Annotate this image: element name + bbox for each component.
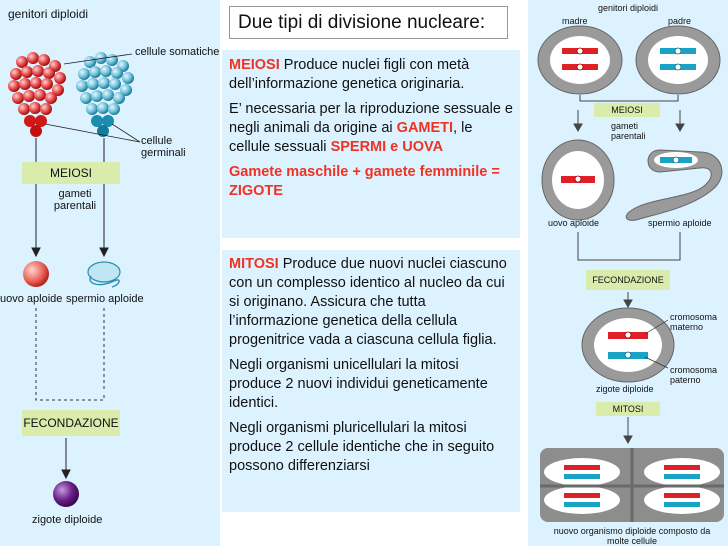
right-paterno-label: cromosoma paterno — [670, 365, 718, 385]
mother-diploid-cell — [537, 25, 623, 95]
right-spermio-label: spermio aploide — [648, 218, 712, 228]
meiosi-intro: MEIOSI Produce nuclei figli con metà del… — [229, 56, 514, 94]
left-spermio-label: spermio aploide — [66, 293, 144, 305]
right-genitori-label: genitori diploidi — [598, 3, 659, 13]
mitosi-text-panel: MITOSI Produce due nuovi nuclei ciascuno… — [222, 250, 520, 512]
egg-cell — [23, 261, 49, 287]
left-uovo-label: uovo aploide — [0, 293, 63, 305]
right-zygote-cell — [581, 307, 675, 383]
multicellular-organism — [540, 448, 724, 522]
right-madre-label: madre — [562, 16, 588, 26]
left-somatiche-label: cellule somatiche — [135, 46, 220, 58]
meiosi-line2-a: E’ necessaria per la riproduzione sessua… — [229, 101, 513, 136]
mitosi-line2: Negli organismi unicellulari la mitosi p… — [229, 357, 488, 411]
left-diagram-graphics — [8, 52, 141, 507]
mitosi-heading: MITOSI — [229, 256, 279, 272]
left-gameti-label: gameti parentali — [53, 188, 97, 212]
right-meiosi-box: MEIOSI — [594, 103, 660, 117]
right-fecondazione-box: FECONDAZIONE — [586, 270, 670, 290]
right-nuovo-label: nuovo organismo diploide composto da mol… — [553, 526, 711, 546]
right-padre-label: padre — [668, 16, 692, 26]
father-diploid-cell — [635, 25, 721, 95]
zigote-equation: Gamete maschile + gamete femminile = ZIG… — [229, 164, 500, 199]
right-uovo-label: uovo aploide — [548, 218, 600, 228]
zygote-cell — [53, 481, 79, 507]
spermi-keyword: SPERMI e UOVA — [330, 139, 444, 155]
meiosi-heading: MEIOSI — [229, 57, 280, 73]
meiosi-text-panel: MEIOSI Produce nuclei figli con metà del… — [222, 50, 520, 238]
left-genitori-label: genitori diploidi — [8, 7, 89, 21]
right-sperm-cell — [625, 149, 723, 221]
mother-cell-cluster — [8, 52, 66, 137]
right-zigote-label: zigote diploide — [596, 384, 654, 394]
meiosi-line1: Produce nuclei figli con metà dell’infor… — [229, 57, 470, 92]
right-mitosi-box: MITOSI — [596, 402, 660, 416]
slide-title: Due tipi di divisione nucleare: — [229, 6, 508, 39]
sperm-cell — [87, 261, 121, 288]
meiosi-line2-b: , le cellule sessuali — [229, 120, 473, 155]
right-gameti-label: gameti parentali — [611, 121, 646, 141]
right-materno-label: cromosoma materno — [670, 312, 718, 332]
right-egg-cell — [541, 139, 615, 221]
gameti-keyword: GAMETI — [396, 120, 454, 136]
mitosi-intro: MITOSI Produce due nuovi nuclei ciascuno… — [229, 255, 514, 350]
left-fecondazione-box: FECONDAZIONE — [22, 410, 120, 436]
mitosi-line1: Produce due nuovi nuclei ciascuno con un… — [229, 256, 507, 348]
left-meiosi-box: MEIOSI — [22, 162, 120, 184]
left-germinali-label: cellule germinali — [141, 135, 186, 159]
mitosi-line3: Negli organismi pluricellulari la mitosi… — [229, 420, 495, 474]
left-zigote-label: zigote diploide — [32, 514, 103, 526]
meiosi-gameti-paragraph: E’ necessaria per la riproduzione sessua… — [229, 100, 514, 157]
